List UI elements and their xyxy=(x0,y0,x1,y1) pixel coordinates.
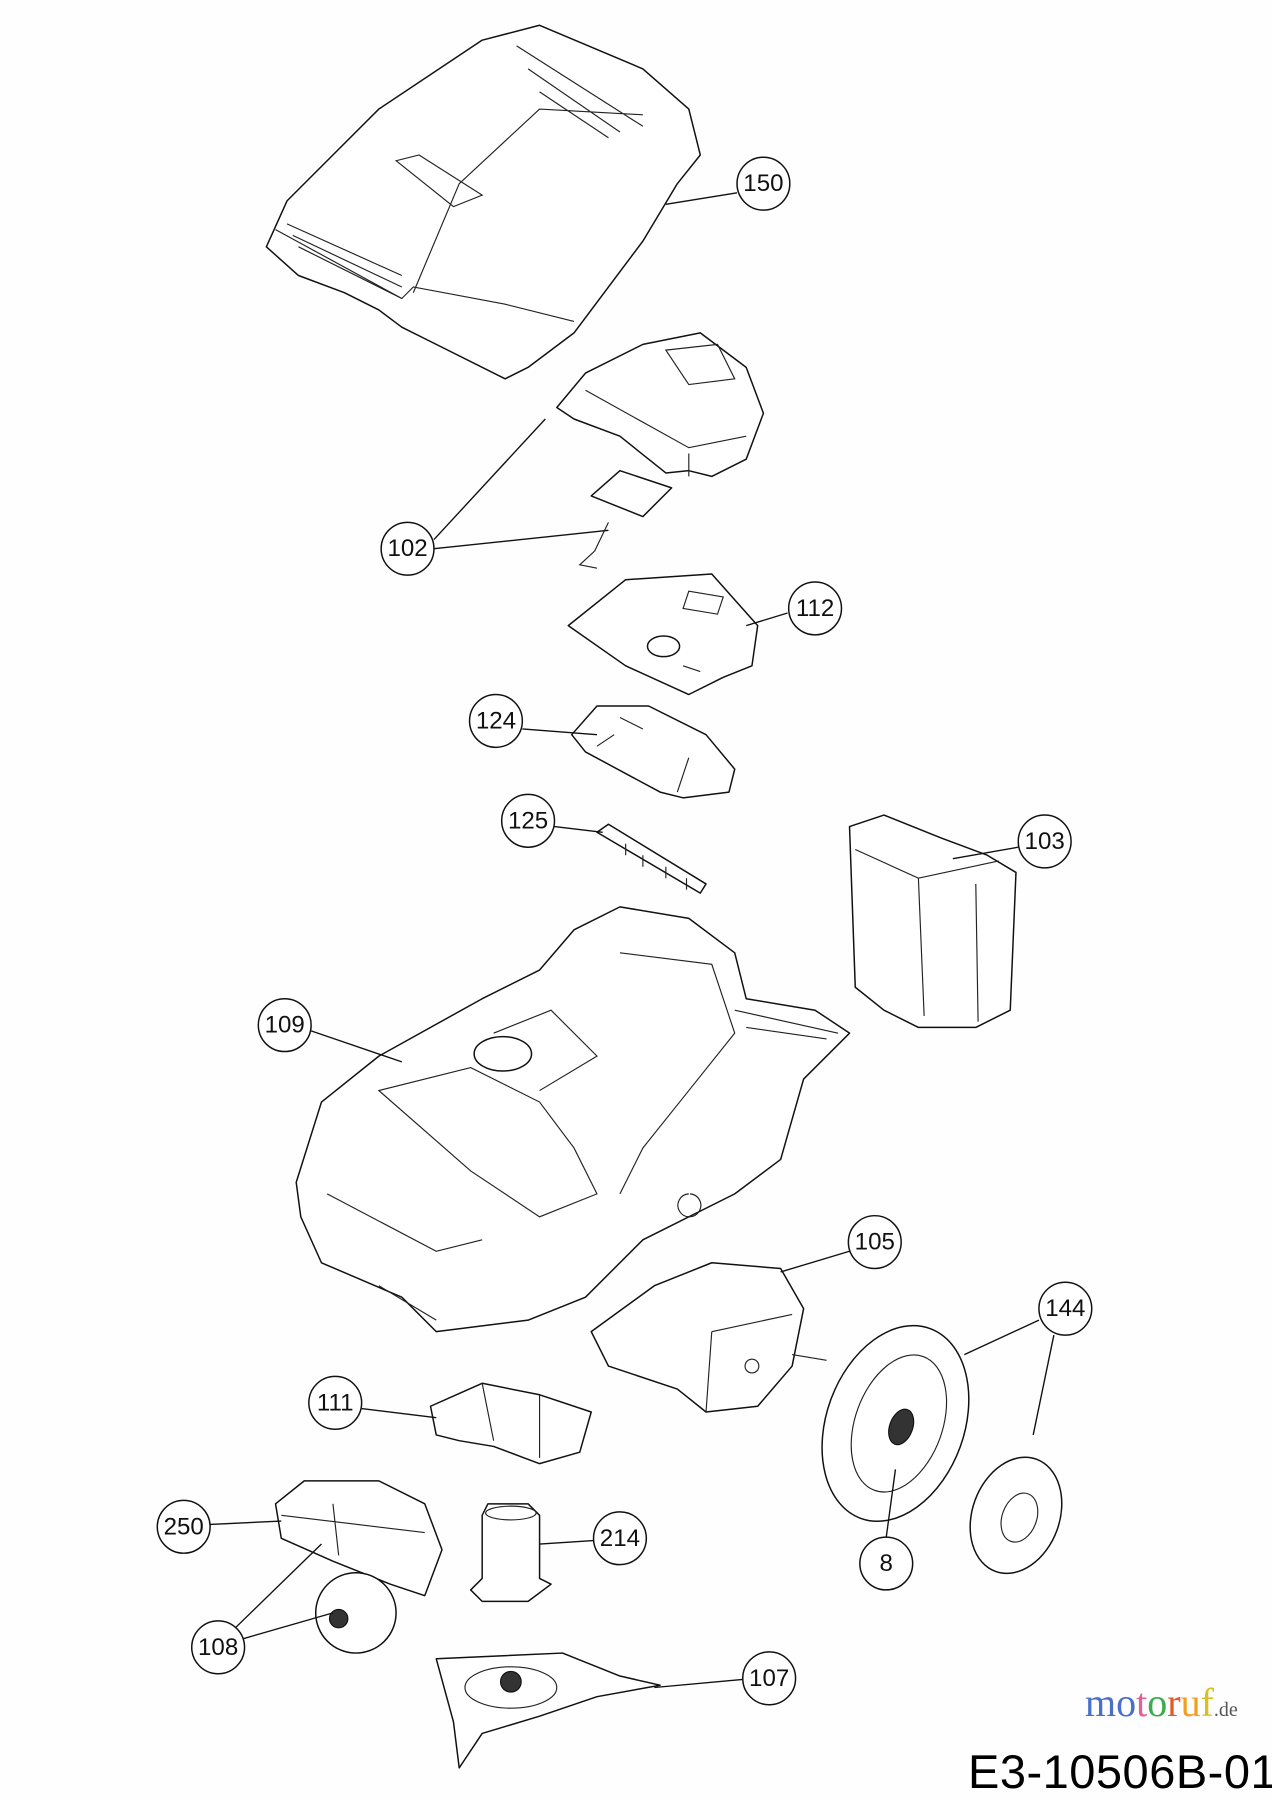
callout-111: 111 xyxy=(308,1375,363,1430)
part-214-cutting-motor xyxy=(469,1503,552,1603)
leader-line-150 xyxy=(665,192,738,206)
callout-214: 214 xyxy=(592,1511,648,1566)
callout-circle xyxy=(500,793,556,848)
callout-8: 8 xyxy=(859,1536,914,1591)
callout-103: 103 xyxy=(1017,814,1072,869)
part-125-clip xyxy=(596,823,707,894)
callout-circle xyxy=(257,997,312,1053)
part-107-blade-disc xyxy=(435,1652,661,1769)
part-number-label: 144 xyxy=(1045,1295,1085,1322)
callout-144: 144 xyxy=(1038,1281,1093,1336)
leader-line-107 xyxy=(654,1678,743,1689)
part-112-circuit-board xyxy=(567,573,759,696)
leader-line-105 xyxy=(780,1250,850,1273)
part-number-label: 105 xyxy=(855,1229,895,1256)
callout-108: 108 xyxy=(190,1620,246,1675)
watermark-logo: motoruf.de xyxy=(1085,1680,1238,1725)
part-number-label: 109 xyxy=(265,1012,305,1039)
callout-124: 124 xyxy=(468,693,524,749)
part-number-callouts: 150 102 112 124 125 103 109 105 144 111 250 214 8 108… xyxy=(156,156,1093,1706)
leader-line-108 xyxy=(240,1612,334,1640)
part-number-label: 125 xyxy=(508,807,548,834)
leader-line-250 xyxy=(210,1520,282,1526)
part-number-label: 102 xyxy=(387,535,427,562)
callout-109: 109 xyxy=(257,997,312,1053)
callout-112: 112 xyxy=(787,581,843,636)
callout-circle xyxy=(859,1536,914,1591)
callout-250: 250 xyxy=(156,1499,211,1554)
part-124-bracket xyxy=(570,705,736,799)
callout-circle xyxy=(308,1375,363,1430)
leader-line-124 xyxy=(522,728,598,736)
leader-line-214 xyxy=(539,1539,594,1545)
callout-circle xyxy=(787,581,843,636)
callout-102: 102 xyxy=(380,521,435,576)
callout-circle xyxy=(380,521,435,576)
part-109-chassis xyxy=(295,906,851,1333)
part-number-label: 108 xyxy=(198,1634,238,1661)
part-105-wheel-motor xyxy=(590,1262,827,1413)
callout-107: 107 xyxy=(742,1651,797,1706)
part-number-label: 124 xyxy=(476,707,516,734)
callout-circle xyxy=(156,1499,211,1554)
part-number-label: 214 xyxy=(600,1525,640,1552)
part-111-holder xyxy=(429,1382,592,1465)
part-number-label: 107 xyxy=(749,1665,789,1692)
part-102-display-housing xyxy=(556,332,765,569)
leader-line-102 xyxy=(433,529,609,550)
part-number-label: 111 xyxy=(317,1389,354,1416)
leader-line-108 xyxy=(234,1543,322,1629)
part-number-label: 8 xyxy=(880,1550,893,1577)
callout-105: 105 xyxy=(847,1214,902,1270)
callout-circle xyxy=(847,1214,902,1270)
leader-line-125 xyxy=(554,825,603,833)
leader-line-109 xyxy=(310,1030,403,1063)
callout-circle xyxy=(736,156,791,211)
part-number-label: 150 xyxy=(743,170,783,197)
leader-line-103 xyxy=(952,846,1019,860)
leader-line-112 xyxy=(746,612,788,627)
callout-150: 150 xyxy=(736,156,791,211)
part-number-label: 250 xyxy=(164,1513,204,1540)
leader-line-144 xyxy=(964,1319,1040,1356)
drawing-code: E3-10506B-01 xyxy=(968,1745,1272,1798)
leader-line-111 xyxy=(361,1407,437,1419)
part-150-top-cover xyxy=(265,24,702,380)
part-103-battery-box xyxy=(848,814,1017,1029)
callout-circle xyxy=(592,1511,648,1566)
part-250-front-wheel-assembly xyxy=(274,1480,443,1654)
leader-lines xyxy=(210,192,1055,1689)
callout-circle xyxy=(468,693,524,749)
leader-line-8 xyxy=(885,1469,897,1538)
callout-125: 125 xyxy=(500,793,556,848)
part-number-label: 103 xyxy=(1025,828,1065,855)
leader-line-102 xyxy=(433,418,546,541)
part-144-wheel xyxy=(821,1324,1063,1575)
part-number-label: 112 xyxy=(796,595,834,622)
callout-circle xyxy=(742,1651,797,1706)
callout-circle xyxy=(1038,1281,1093,1336)
callout-circle xyxy=(1017,814,1072,869)
callout-circle xyxy=(190,1620,246,1675)
leader-line-144 xyxy=(1032,1334,1055,1436)
